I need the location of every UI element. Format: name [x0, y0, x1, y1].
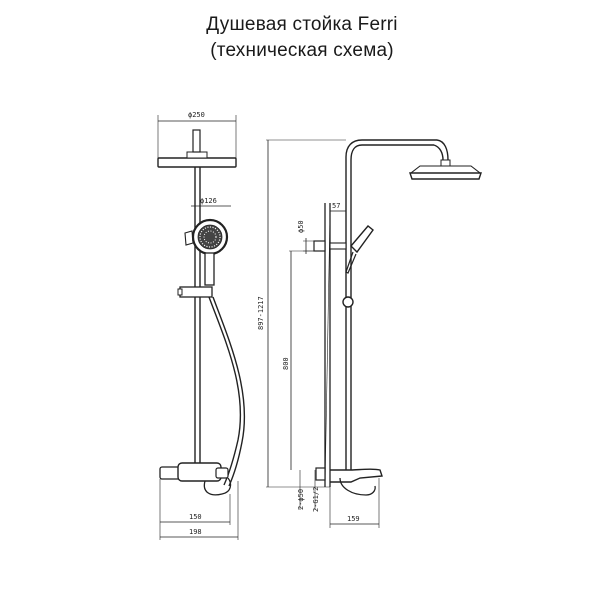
side-arm-bend-outer — [436, 139, 449, 161]
mixer-diverter — [215, 467, 229, 479]
side-overhead-top — [409, 165, 482, 174]
holder-diameter-label: ϕ50 — [297, 220, 305, 233]
slider-bracket — [179, 286, 213, 298]
shower-hose-inner — [212, 296, 246, 487]
side-slider-knob — [342, 296, 354, 308]
mixer-spout — [203, 477, 232, 496]
side-arm-bottom — [350, 144, 434, 161]
overhead-diameter-label: ϕ250 — [188, 111, 205, 119]
mixer-left-handle — [159, 466, 181, 480]
thread-size-label: 2-G1/2 — [312, 487, 320, 512]
side-wall-connection — [315, 467, 326, 481]
side-arm-top — [345, 139, 437, 158]
hand-shower-nozzles — [199, 226, 221, 248]
side-overhead-plate — [409, 172, 482, 180]
side-arm-bend-inner — [433, 144, 444, 161]
slider-knob — [177, 288, 183, 296]
diagram-subtitle: (техническая схема) — [210, 40, 394, 61]
hand-shower-face — [197, 224, 223, 250]
hand-shower-handle — [204, 252, 215, 286]
diagram-title: Душевая стойка Ferri — [206, 14, 398, 35]
hand-shower-holder — [184, 230, 194, 246]
wall-bracket — [313, 240, 326, 252]
rail-length-label: 800 — [282, 357, 290, 370]
front-view: ϕ250 ϕ126 150 1 — [157, 111, 246, 540]
top-offset-label: 57 — [332, 202, 340, 210]
side-hand-shower-head — [350, 225, 374, 254]
height-range-label: 897-1217 — [257, 296, 265, 330]
mixer-body — [177, 462, 222, 482]
side-hand-shower-handle — [345, 251, 357, 274]
connection-size-label: 2-ϕ50 — [297, 489, 305, 510]
side-mixer-body — [330, 468, 383, 483]
side-wall-diagonal — [324, 212, 331, 488]
total-width-label: 198 — [189, 528, 202, 536]
side-head-joint — [440, 159, 451, 167]
bracket-arm — [329, 242, 347, 250]
spout-width-label: 150 — [189, 513, 202, 521]
side-mixer-spout — [339, 477, 376, 496]
depth-label: 159 — [347, 515, 360, 523]
hand-shower-diameter-label: ϕ126 — [200, 197, 217, 205]
hand-shower-nozzles-inner — [203, 230, 217, 244]
shower-hose-outer — [208, 296, 242, 486]
overhead-shower-joint — [186, 151, 208, 159]
side-view: 897-1217 57 ϕ50 800 2-ϕ50 2-G1/2 — [257, 139, 482, 528]
overhead-arm — [192, 129, 201, 153]
overhead-shower-plate — [157, 157, 237, 168]
